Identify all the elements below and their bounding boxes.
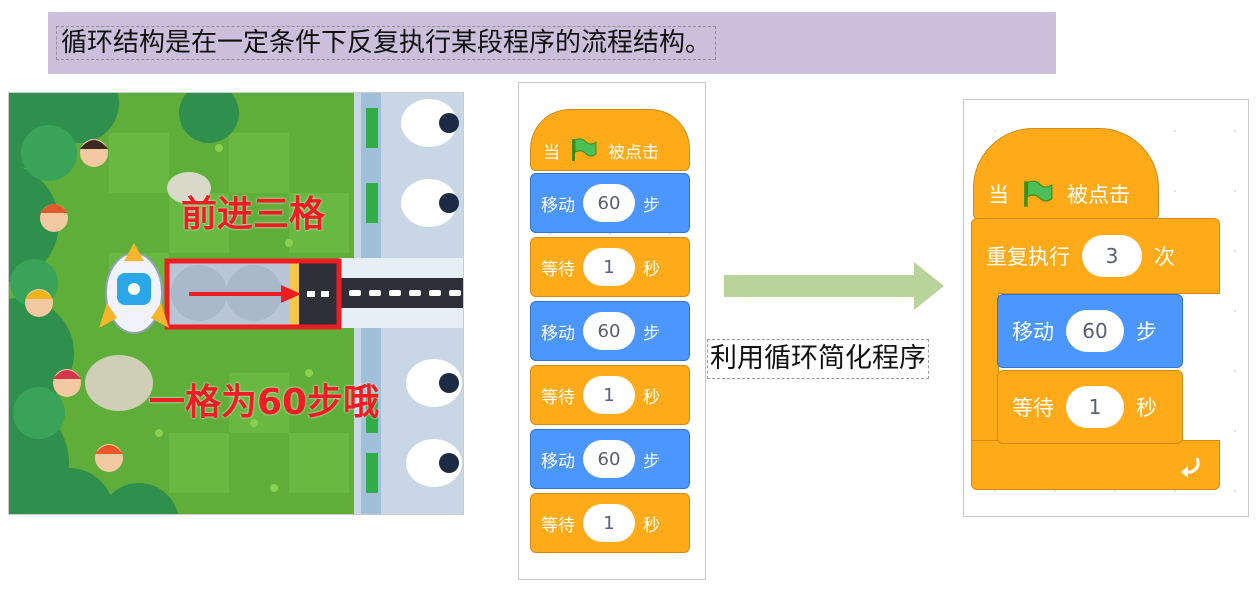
game-label-step: 一格为60步哦 [149, 382, 380, 423]
move-label: 移动 [1012, 320, 1054, 344]
grid-dot [1234, 490, 1236, 492]
seconds-unit-label: 秒 [643, 515, 660, 536]
when-flag-clicked-block[interactable]: 当 被点击 [973, 128, 1159, 220]
steps-unit-label: 步 [1136, 320, 1157, 344]
when-flag-clicked-block[interactable]: 当 被点击 [530, 109, 690, 171]
seconds-input[interactable]: 1 [583, 504, 635, 542]
move-steps-block[interactable]: 移动 60 步 [997, 294, 1183, 368]
banner-text: 循环结构是在一定条件下反复执行某段程序的流程结构。 [56, 26, 717, 60]
simplify-caption: 利用循环简化程序 [707, 339, 929, 379]
grid-dot [1174, 130, 1176, 132]
move-steps-block[interactable]: 移动 60 步 [530, 173, 690, 233]
grid-dot [1114, 490, 1116, 492]
grid-dot [549, 233, 551, 235]
move-label: 移动 [541, 323, 575, 344]
seconds-input[interactable]: 1 [1066, 386, 1124, 428]
grid-dot [1054, 490, 1056, 492]
seconds-unit-label: 秒 [1136, 396, 1157, 420]
steps-input[interactable]: 60 [583, 312, 635, 350]
hat-clicked-label: 被点击 [1067, 183, 1130, 207]
steps-input[interactable]: 60 [583, 440, 635, 478]
hat-clicked-label: 被点击 [608, 142, 659, 163]
move-label: 移动 [541, 451, 575, 472]
steps-input[interactable]: 60 [1066, 310, 1124, 352]
grid-dot [1234, 430, 1236, 432]
green-flag-icon [572, 138, 597, 161]
grid-dot [1174, 190, 1176, 192]
seconds-input[interactable]: 1 [583, 376, 635, 414]
move-steps-block[interactable]: 移动 60 步 [530, 429, 690, 489]
grid-dot [1234, 310, 1236, 312]
repeat-unit-label: 次 [1154, 245, 1175, 269]
repeat-block[interactable]: 重复执行 3 次 [971, 218, 1220, 494]
grid-dot [609, 233, 611, 235]
repeat-block-arm [971, 292, 999, 442]
seconds-unit-label: 秒 [643, 387, 660, 408]
steps-input[interactable]: 60 [583, 184, 635, 222]
hat-when-label: 当 [543, 142, 560, 163]
right-arrow-icon [724, 262, 944, 310]
steps-unit-label: 步 [643, 451, 660, 472]
loop-arrow-icon [1181, 457, 1200, 478]
game-scene-illustration [9, 93, 463, 514]
steps-unit-label: 步 [643, 195, 660, 216]
grid-dot [994, 130, 996, 132]
grid-dot [669, 233, 671, 235]
steps-unit-label: 步 [643, 323, 660, 344]
title-banner: 循环结构是在一定条件下反复执行某段程序的流程结构。 [48, 12, 1056, 74]
grid-dot [1234, 130, 1236, 132]
green-flag-icon [1024, 180, 1053, 207]
repeat-block-header[interactable]: 重复执行 3 次 [971, 218, 1220, 294]
grid-dot [1234, 250, 1236, 252]
move-label: 移动 [541, 195, 575, 216]
wait-label: 等待 [541, 259, 575, 280]
grid-dot [1174, 490, 1176, 492]
grid-dot [1234, 190, 1236, 192]
grid-dot [1234, 370, 1236, 372]
repeat-count-input[interactable]: 3 [1082, 235, 1142, 277]
grid-dot [994, 490, 996, 492]
hat-when-label: 当 [988, 183, 1009, 207]
move-steps-block[interactable]: 移动 60 步 [530, 301, 690, 361]
seconds-input[interactable]: 1 [583, 248, 635, 286]
wait-label: 等待 [541, 387, 575, 408]
seconds-unit-label: 秒 [643, 259, 660, 280]
wait-label: 等待 [1012, 396, 1054, 420]
game-label-forward: 前进三格 [181, 194, 326, 235]
game-scene: 前进三格 一格为60步哦 [8, 92, 464, 515]
repeat-block-footer [971, 440, 1220, 490]
repeat-label: 重复执行 [986, 245, 1070, 269]
wait-label: 等待 [541, 515, 575, 536]
